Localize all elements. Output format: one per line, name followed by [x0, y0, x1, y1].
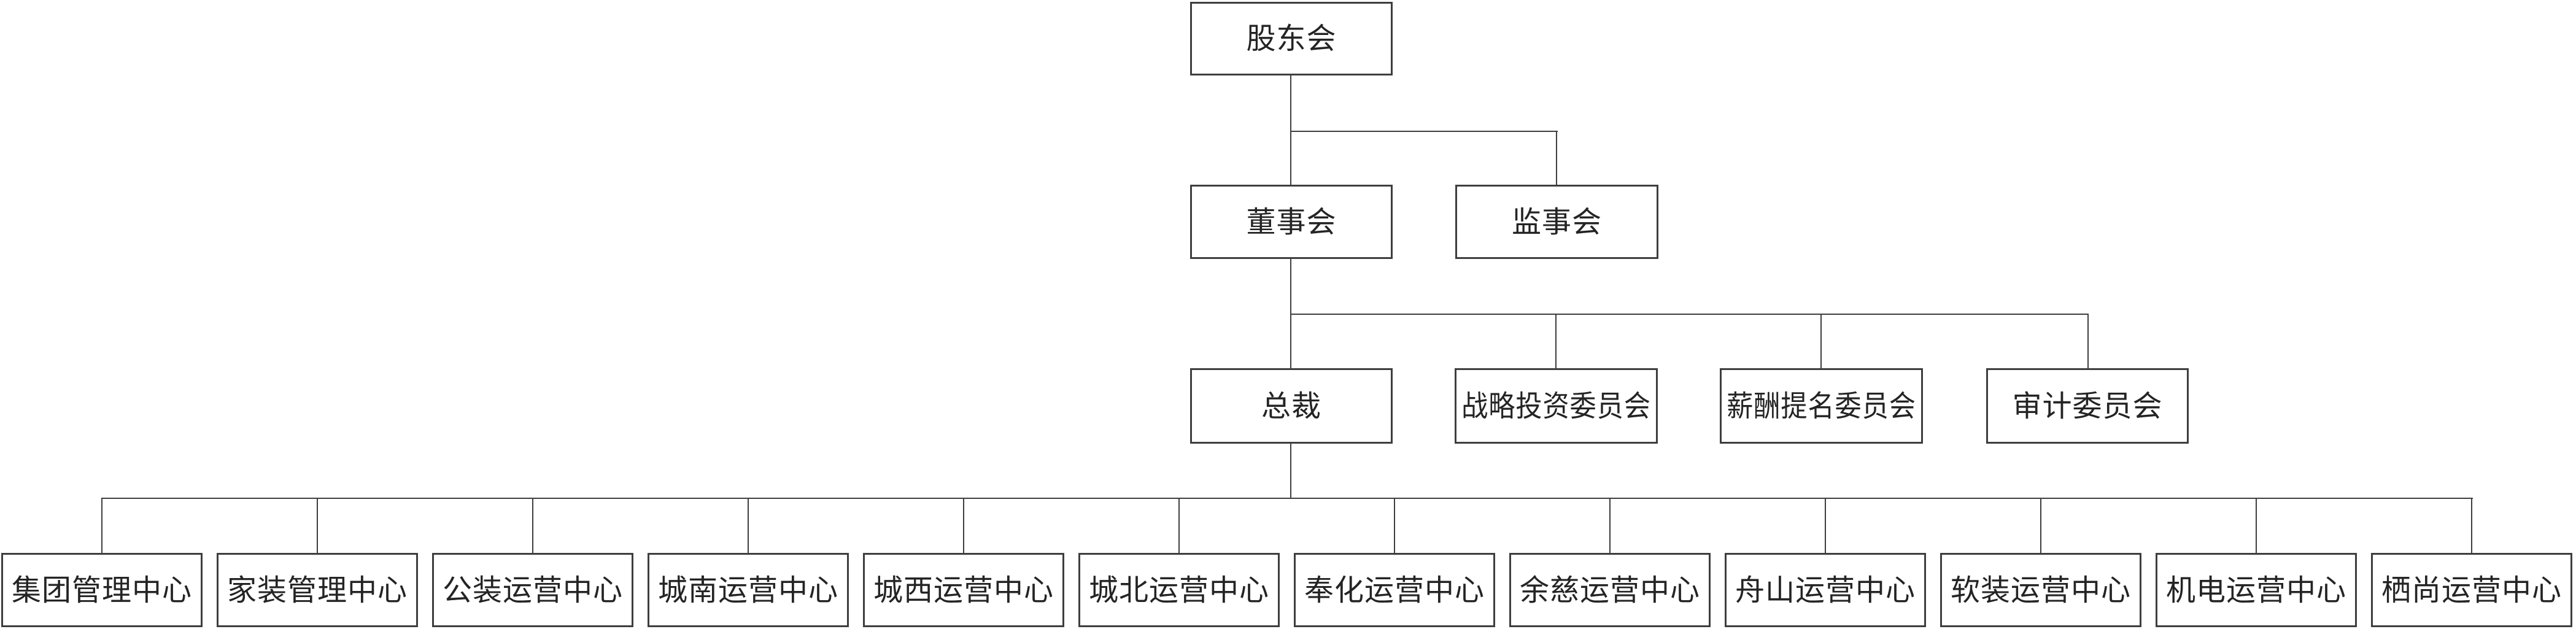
node-chengnan-operation-center: 城南运营中心 — [648, 553, 849, 627]
node-supervisory-board: 监事会 — [1455, 185, 1658, 259]
node-label: 家装管理中心 — [226, 573, 408, 608]
node-label: 余慈运营中心 — [1519, 573, 1700, 608]
edge-centers-branch — [101, 498, 2473, 499]
node-soft-decor-operation-center: 软装运营中心 — [1940, 553, 2141, 627]
edge-to-strategic-committee — [1555, 314, 1557, 369]
node-audit-committee: 审计委员会 — [1986, 368, 2189, 444]
edge-to-center-12 — [2471, 498, 2472, 554]
edge-to-center-5 — [963, 498, 964, 554]
node-label: 机电运营中心 — [2165, 573, 2346, 608]
edge-to-center-1 — [101, 498, 102, 554]
edge-root-branch — [1290, 131, 1558, 132]
node-group-management-center: 集团管理中心 — [1, 553, 203, 627]
node-board-of-directors: 董事会 — [1190, 185, 1393, 259]
edge-to-center-10 — [2040, 498, 2041, 554]
node-fenghua-operation-center: 奉化运营中心 — [1294, 553, 1495, 627]
node-zhoushan-operation-center: 舟山运营中心 — [1725, 553, 1926, 627]
edge-to-center-2 — [317, 498, 318, 554]
node-strategic-investment-committee: 战略投资委员会 — [1455, 368, 1658, 444]
node-label: 栖尚运营中心 — [2381, 573, 2562, 608]
node-shareholders-meeting: 股东会 — [1190, 2, 1393, 75]
node-label: 战略投资委员会 — [1461, 388, 1651, 423]
node-label: 软装运营中心 — [1950, 573, 2131, 608]
edge-to-center-3 — [532, 498, 533, 554]
edge-committee-branch — [1290, 314, 2089, 315]
node-label: 总裁 — [1261, 388, 1321, 423]
node-label: 公装运营中心 — [442, 573, 623, 608]
node-label: 集团管理中心 — [11, 573, 192, 608]
node-label: 城西运营中心 — [873, 573, 1054, 608]
edge-to-center-4 — [748, 498, 749, 554]
edge-to-compensation-committee — [1820, 314, 1822, 369]
edge-to-center-7 — [1394, 498, 1395, 554]
node-yuci-operation-center: 余慈运营中心 — [1509, 553, 1711, 627]
node-public-decor-operation-center: 公装运营中心 — [432, 553, 633, 627]
node-president: 总裁 — [1190, 368, 1393, 444]
node-label: 舟山运营中心 — [1735, 573, 1916, 608]
edge-to-supervisory-board — [1556, 131, 1557, 186]
edge-president-down — [1290, 442, 1291, 499]
node-mechanical-electrical-operation-center: 机电运营中心 — [2156, 553, 2357, 627]
node-label: 奉化运营中心 — [1304, 573, 1485, 608]
node-compensation-nomination-committee: 薪酬提名委员会 — [1720, 368, 1923, 444]
node-label: 城南运营中心 — [657, 573, 838, 608]
node-chengxi-operation-center: 城西运营中心 — [863, 553, 1064, 627]
edge-to-center-6 — [1178, 498, 1180, 554]
node-chengbei-operation-center: 城北运营中心 — [1078, 553, 1280, 627]
node-label: 审计委员会 — [2012, 388, 2163, 423]
node-label: 薪酬提名委员会 — [1727, 388, 1916, 423]
node-label: 城北运营中心 — [1088, 573, 1269, 608]
node-label: 监事会 — [1511, 204, 1602, 239]
node-label: 股东会 — [1246, 21, 1337, 56]
node-label: 董事会 — [1246, 204, 1337, 239]
edge-to-center-11 — [2256, 498, 2257, 554]
node-home-decor-management-center: 家装管理中心 — [217, 553, 418, 627]
edge-to-audit-committee — [2087, 314, 2089, 369]
edge-to-center-9 — [1825, 498, 1826, 554]
node-qishang-operation-center: 栖尚运营中心 — [2371, 553, 2572, 627]
edge-to-center-8 — [1609, 498, 1611, 554]
